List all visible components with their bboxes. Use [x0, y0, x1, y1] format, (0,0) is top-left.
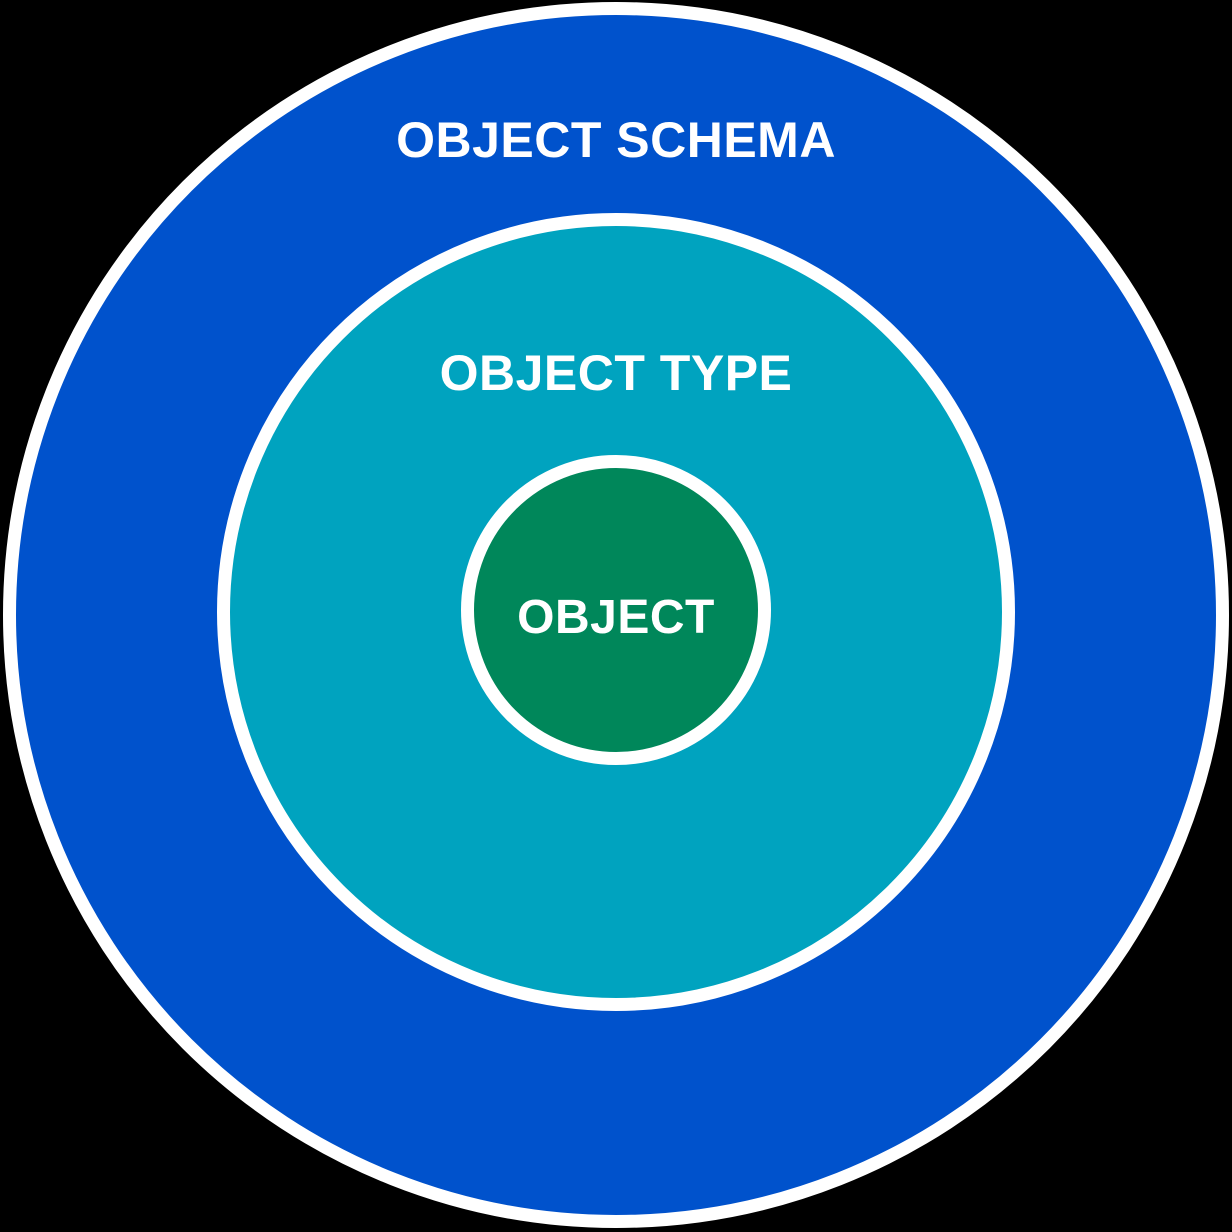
object-label: OBJECT: [517, 591, 715, 644]
object-schema-label: OBJECT SCHEMA: [396, 112, 836, 168]
object-type-label: OBJECT TYPE: [439, 345, 793, 401]
